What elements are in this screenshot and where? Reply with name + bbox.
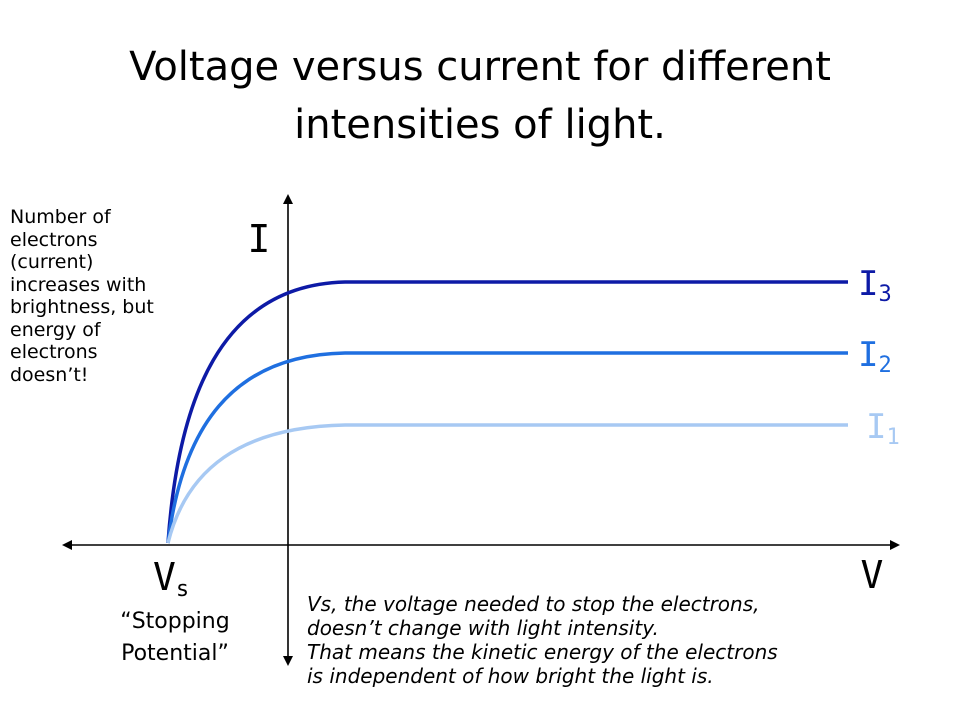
- curve-label-i2-sub: 2: [878, 353, 891, 378]
- title-line-2: intensities of light.: [294, 102, 666, 148]
- curve-label-i1-base: I: [866, 407, 886, 447]
- curve-i3: [166, 280, 848, 544]
- side-note-line: increases with: [10, 273, 147, 296]
- curve-label-i2: I2: [858, 335, 892, 378]
- curve-label-i2-base: I: [858, 335, 878, 375]
- stopping-potential-label: “Stopping Potential”: [75, 606, 275, 670]
- curve-label-i3: I3: [858, 264, 892, 307]
- x-axis-label: V: [861, 553, 884, 597]
- vs-sub: s: [176, 577, 189, 602]
- side-note-line: electrons: [10, 341, 98, 363]
- curve-label-i3-base: I: [858, 264, 878, 304]
- explanation-note: Vs, the voltage needed to stop the elect…: [307, 592, 957, 688]
- note-line: Vs, the voltage needed to stop the elect…: [307, 592, 760, 616]
- side-note-line: brightness, but: [10, 296, 154, 318]
- side-note-line: doesn’t!: [10, 363, 89, 386]
- curve-i2: [166, 351, 848, 544]
- side-note-line: Number of: [10, 206, 111, 228]
- vs-base: V: [153, 555, 176, 599]
- curve-label-i1-sub: 1: [886, 425, 899, 450]
- note-line: is independent of how bright the light i…: [307, 664, 714, 688]
- stopping-potential-symbol: Vs: [153, 555, 189, 602]
- note-line: That means the kinetic energy of the ele…: [307, 640, 778, 664]
- stopping-line-2: Potential”: [121, 641, 229, 666]
- side-note: Number of electrons (current) increases …: [10, 206, 215, 386]
- curve-i1: [166, 423, 848, 544]
- note-line: doesn’t change with light intensity.: [307, 616, 659, 640]
- y-axis-label: I: [248, 217, 271, 261]
- stopping-line-1: “Stopping: [120, 609, 230, 634]
- side-note-line: electrons: [10, 228, 98, 251]
- curve-label-i3-sub: 3: [878, 282, 891, 307]
- side-note-line: (current): [10, 251, 94, 273]
- slide-title: Voltage versus current for different int…: [60, 38, 900, 154]
- side-note-line: energy of: [10, 318, 101, 341]
- title-line-1: Voltage versus current for different: [129, 44, 831, 90]
- curve-label-i1: I1: [866, 407, 900, 450]
